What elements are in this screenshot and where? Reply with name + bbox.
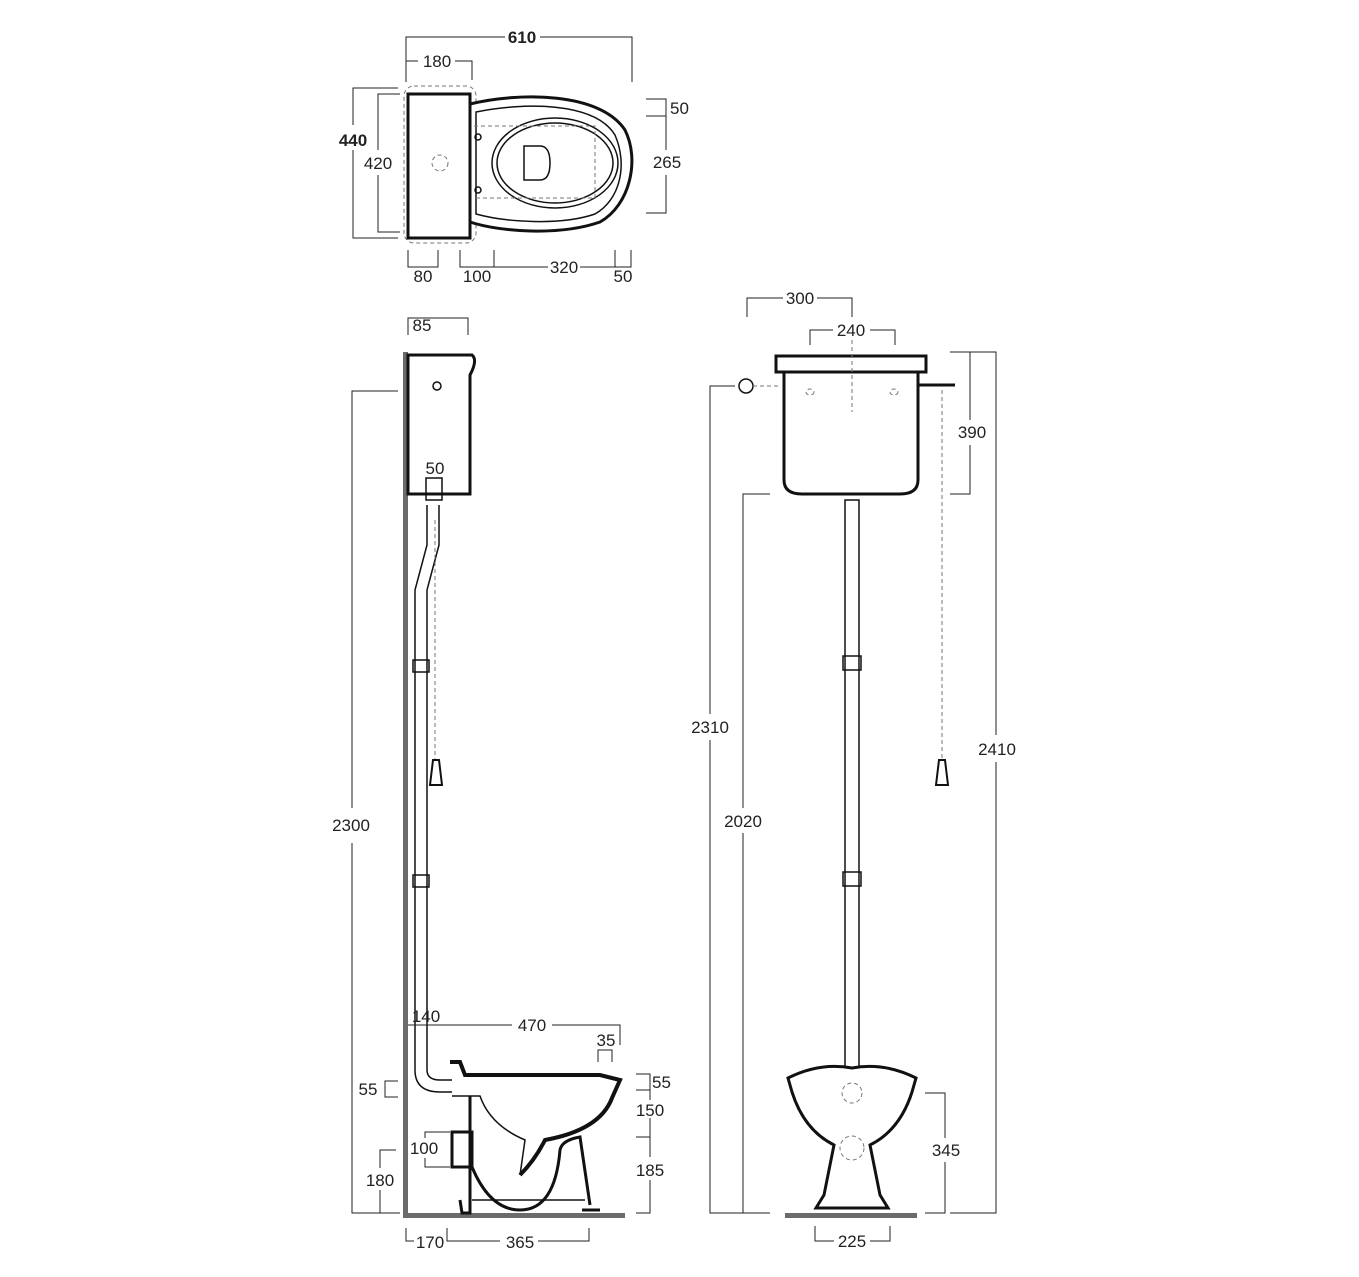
dim-265: 265 [653, 153, 681, 172]
dim-170: 170 [416, 1233, 444, 1252]
dim-80: 80 [414, 267, 433, 286]
top-view: 610 180 440 420 50 265 80 100 320 50 [339, 28, 689, 286]
dim-240: 240 [837, 321, 865, 340]
dim-85: 85 [413, 316, 432, 335]
dim-180-outlet: 180 [366, 1171, 394, 1190]
toilet-top-outline [403, 85, 634, 244]
floor [403, 1213, 625, 1218]
dim-50-end: 50 [614, 267, 633, 286]
dim-180: 180 [423, 52, 451, 71]
side-view: 85 50 2300 140 470 35 55 55 150 185 100 … [332, 316, 671, 1252]
dim-50-pipe: 50 [426, 459, 445, 478]
dim-100: 100 [463, 267, 491, 286]
dim-610: 610 [508, 28, 536, 47]
dim-55-inlet: 55 [359, 1080, 378, 1099]
dim-150: 150 [636, 1101, 664, 1120]
dim-2020: 2020 [724, 812, 762, 831]
dim-185: 185 [636, 1161, 664, 1180]
floor-front [785, 1213, 917, 1218]
wall [403, 352, 408, 1218]
dim-420: 420 [364, 154, 392, 173]
dim-470: 470 [518, 1016, 546, 1035]
flush-pipe-front [842, 499, 862, 1071]
dim-140: 140 [412, 1007, 440, 1026]
dim-225: 225 [838, 1232, 866, 1251]
dim-2300: 2300 [332, 816, 370, 835]
dim-390: 390 [958, 423, 986, 442]
pan-front [786, 1064, 918, 1210]
high-level-cistern-front [738, 340, 955, 786]
dim-345: 345 [932, 1141, 960, 1160]
dim-50-rim: 50 [670, 99, 689, 118]
dim-100-outlet: 100 [410, 1139, 438, 1158]
dim-2310: 2310 [691, 718, 729, 737]
flush-pipe-side [412, 505, 452, 1093]
dim-2410: 2410 [978, 740, 1016, 759]
front-view: 300 240 390 2410 2310 2020 345 225 [691, 289, 1016, 1251]
high-level-cistern-side [406, 353, 477, 501]
pan-side [450, 1060, 623, 1215]
dim-365: 365 [506, 1233, 534, 1252]
dim-300: 300 [786, 289, 814, 308]
dim-55-rim: 55 [652, 1073, 671, 1092]
dim-440: 440 [339, 131, 367, 150]
dim-35: 35 [597, 1031, 616, 1050]
dim-320: 320 [550, 258, 578, 277]
